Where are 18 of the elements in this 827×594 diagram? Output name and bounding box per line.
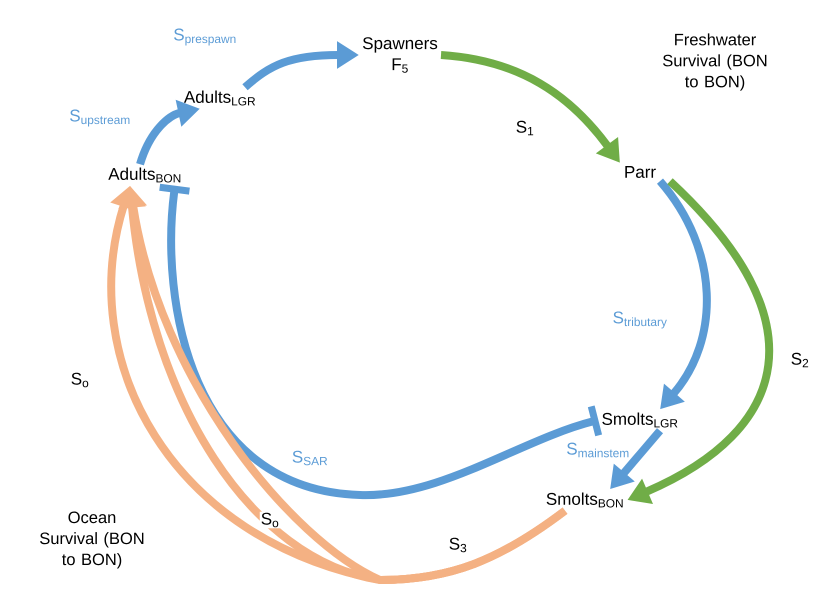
edge-label: $\text{S}_{\text{SAR}}$ bbox=[290, 450, 330, 466]
edge-label: $\text{S}_{\text{1}}$ bbox=[514, 120, 536, 136]
note: Ocean Survival (BON to BON) bbox=[40, 512, 144, 568]
stage-label: $\text{Adults}_{\text{LGR}}$ bbox=[184, 90, 256, 106]
edge-label: $\text{S}_{\text{mainstem}}$ bbox=[565, 442, 631, 458]
edge-label: $\text{S}_{\text{prespawn}}$ bbox=[172, 28, 238, 46]
note: Freshwater Survival (BON to BON) bbox=[663, 33, 766, 91]
stage-label: $\text{Adults}_{\text{BON}}$ bbox=[108, 168, 180, 182]
edge-label: $\text{S}_{\text{o}}$ bbox=[260, 512, 280, 528]
edge-label: $\text{S}_{\text{upstream}}$ bbox=[68, 108, 132, 128]
edge-label: $\text{S}_{\text{tributary}}$ bbox=[612, 310, 668, 330]
edge-label: $\text{S}_{\text{2}}$ bbox=[790, 352, 810, 368]
stage-label: $\text{Spawners}$ $\text{F}_{\text{5}}$ bbox=[362, 37, 438, 73]
edge-label: $\text{S}_{\text{o}}$ bbox=[70, 372, 90, 388]
edge-label: $\text{S}_{\text{3}}$ bbox=[448, 536, 468, 554]
stage-label: $\text{Parr}$ bbox=[625, 166, 656, 178]
stage-label: $\text{Smolts}_{\text{LGR}}$ bbox=[602, 412, 678, 428]
stage-label: $\text{Smolts}_{\text{BON}}$ bbox=[546, 492, 623, 508]
